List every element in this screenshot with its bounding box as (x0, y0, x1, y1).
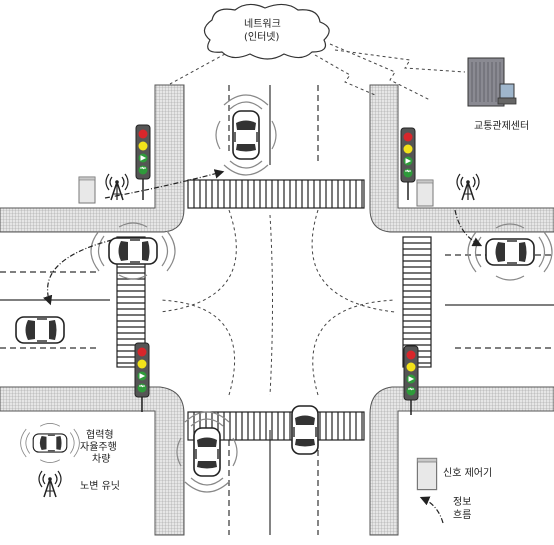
info-flow-arrows (43, 169, 483, 524)
sidewalk-ne (369, 84, 554, 233)
legend-vehicle-label-2: 자율주행 (80, 442, 117, 453)
autonomous-vehicle-icon (215, 94, 277, 176)
info-flow-label-2: 흐름 (453, 510, 472, 521)
traffic-light-icon (135, 124, 151, 200)
network-links (169, 43, 466, 101)
legend-rsu-label: 노변 유닛 (80, 481, 120, 492)
autonomous-vehicle-icon (176, 411, 238, 493)
turning-guides (159, 209, 396, 396)
legend-vehicle-label-1: 협력형 (86, 430, 114, 441)
server-rack-icon (467, 57, 517, 107)
crosswalk-east (402, 236, 432, 368)
crosswalk-south (187, 411, 365, 441)
legend-signal-controller-icon (416, 457, 438, 491)
traffic-light-icon (134, 342, 150, 412)
autonomous-vehicle-icon (291, 405, 319, 455)
signal-controller-icon (78, 176, 96, 204)
signal-controller-icon (416, 179, 434, 207)
cloud-icon (203, 3, 330, 60)
traffic-light-icon (403, 345, 419, 415)
legend-vehicle-label-3: 차량 (92, 454, 111, 465)
autonomous-vehicle-icon (15, 316, 65, 344)
network-label-1: 네트워크 (244, 19, 281, 30)
traffic-light-icon (400, 127, 416, 200)
network-label-2: (인터넷) (244, 32, 280, 43)
rsu-antenna-icon (456, 173, 480, 201)
legend-vehicle-icon (20, 422, 80, 464)
sidewalk-nw (0, 84, 185, 233)
sidewalk-se (369, 386, 554, 536)
signal-controller-label: 신호 제어기 (443, 468, 493, 479)
info-flow-label-1: 정보 (453, 497, 472, 508)
sidewalk-sw (0, 386, 185, 536)
crosswalk-north (187, 179, 365, 209)
legend-rsu-icon (38, 470, 62, 498)
control-center-label: 교통관제센터 (474, 121, 530, 132)
